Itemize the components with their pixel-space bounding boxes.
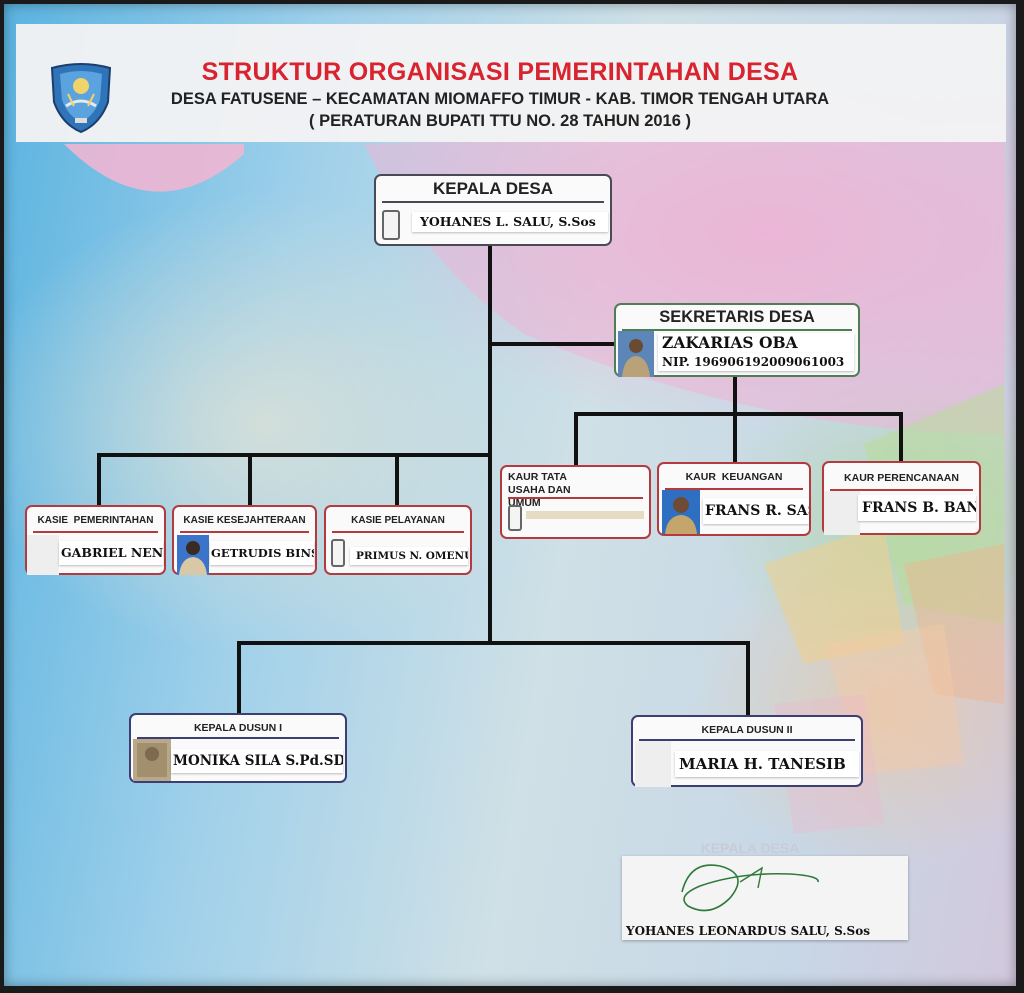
kaur-tata-usaha-name-strip [526,511,644,519]
kepala-desa-name: YOHANES L. SALU, S.Sos [412,212,608,232]
kaur-perencanaan-photo-slot [824,491,860,535]
kepala-desa-box: KEPALA DESA YOHANES L. SALU, S.Sos [374,174,612,246]
title-band [16,24,1006,142]
kaur-keuangan-name: FRANS R. SASI [703,498,809,524]
kaur-keuangan-box: KAUR KEUANGAN FRANS R. SASI [657,462,811,536]
kasie-pemerintahan-title: KASIE PEMERINTAHAN [37,515,154,526]
kasie-pemerintahan-photo-slot [27,535,59,575]
kepala-dusun-2-title: KEPALA DUSUN II [701,724,793,736]
kepala-dusun-1-name: MONIKA SILA S.Pd.SD [171,749,343,773]
kaur-perencanaan-title: KAUR PERENCANAAN [844,472,959,484]
kaur-tata-usaha-box: KAUR TATA USAHA DAN UMUM [500,465,651,539]
kepala-dusun-1-box: KEPALA DUSUN I MONIKA SILA S.Pd.SD [129,713,347,783]
signature-title: KEPALA DESA [700,840,800,856]
handwritten-signature [681,864,819,912]
signature-name: YOHANES LEONARDUS SALU, S.Sos [626,924,870,938]
kasie-pelayanan-title: KASIE PELAYANAN [351,515,445,526]
kaur-tata-usaha-title: KAUR TATA USAHA DAN UMUM [508,471,571,509]
kasie-kesejahteraan-photo [177,535,209,575]
kaur-keuangan-photo [662,490,700,534]
kasie-pelayanan-name: PRIMUS N. OMENU [350,547,468,565]
kasie-kesejahteraan-title: KASIE KESEJAHTERAAN [183,515,306,526]
kepala-dusun-1-photo [133,739,171,781]
kepala-dusun-2-box: KEPALA DUSUN II MARIA H. TANESIB [631,715,863,787]
sekretaris-desa-box: SEKRETARIS DESA ZAKARIAS OBA NIP. 196906… [614,303,860,377]
chart-title: STRUKTUR ORGANISASI PEMERINTAHAN DESA [201,58,799,86]
sekretaris-desa-title: SEKRETARIS DESA [659,308,815,326]
kaur-keuangan-title: KAUR KEUANGAN [685,471,783,483]
kaur-perencanaan-name: FRANS B. BANA [858,495,976,521]
kasie-pemerintahan-name: GABRIEL NENAT [59,541,163,565]
sekretaris-name: ZAKARIAS OBA [658,333,854,353]
regency-emblem-icon [50,63,112,134]
sekretaris-photo [618,331,654,377]
kepala-desa-photo-slot [382,210,400,240]
kasie-pelayanan-photo-slot [331,539,345,567]
kasie-pelayanan-box: KASIE PELAYANAN PRIMUS N. OMENU [324,505,472,575]
chart-subtitle: DESA FATUSENE – KECAMATAN MIOMAFFO TIMUR… [170,90,830,108]
sekretaris-nip: NIP. 196906192009061003 [658,353,854,371]
regulation-reference: ( PERATURAN BUPATI TTU NO. 28 TAHUN 2016… [309,112,691,130]
kaur-perencanaan-box: KAUR PERENCANAAN FRANS B. BANA [822,461,981,535]
kepala-dusun-1-title: KEPALA DUSUN I [193,722,283,734]
signature-panel [622,856,908,940]
kasie-kesejahteraan-name: GETRUDIS BINSASI [210,541,314,565]
kaur-tata-usaha-photo-slot [508,505,522,531]
kepala-dusun-2-name: MARIA H. TANESIB [675,751,859,777]
kasie-pemerintahan-box: KASIE PEMERINTAHAN GABRIEL NENAT [25,505,166,575]
kepala-desa-title: KEPALA DESA [433,179,553,198]
kasie-kesejahteraan-box: KASIE KESEJAHTERAAN GETRUDIS BINSASI [172,505,317,575]
kepala-dusun-2-photo-slot [635,741,671,787]
